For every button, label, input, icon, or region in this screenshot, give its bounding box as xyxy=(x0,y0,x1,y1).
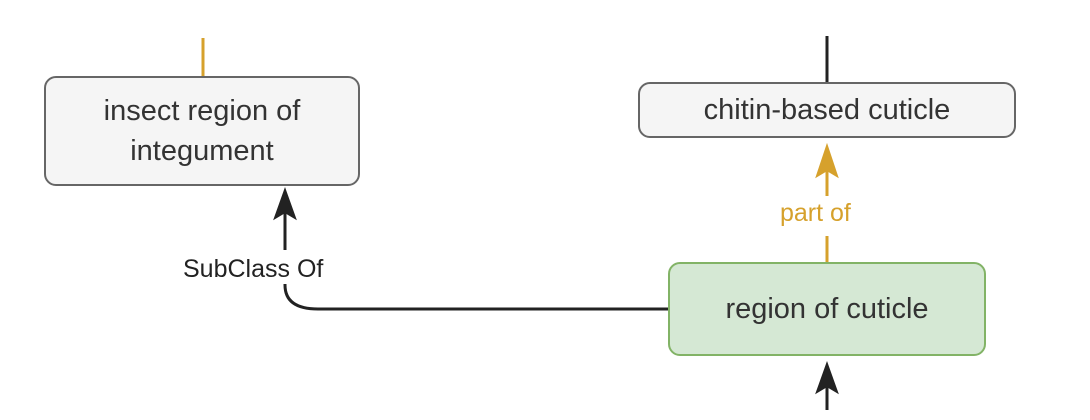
edge-subclass-of-arrowhead xyxy=(273,187,297,221)
edge-label-part-of: part of xyxy=(780,198,851,228)
edge-subclass-of-line xyxy=(283,282,668,311)
edge-stub-region-arrowhead xyxy=(815,361,839,395)
edge-label-subclass-of: SubClass Of xyxy=(183,254,324,284)
node-insect-label-line2: integument xyxy=(130,135,274,167)
node-region-of-cuticle[interactable]: region of cuticle xyxy=(668,262,986,356)
node-region-label: region of cuticle xyxy=(725,293,929,325)
node-chitin-based-cuticle[interactable]: chitin-based cuticle xyxy=(638,82,1016,138)
node-insect-label: insect region of integument xyxy=(104,91,301,171)
edge-part-of-arrowhead xyxy=(815,142,839,179)
node-insect-label-line1: insect region of xyxy=(103,95,301,127)
node-chitin-label: chitin-based cuticle xyxy=(703,94,951,126)
node-insect-region-of-integument[interactable]: insect region of integument xyxy=(44,76,360,186)
